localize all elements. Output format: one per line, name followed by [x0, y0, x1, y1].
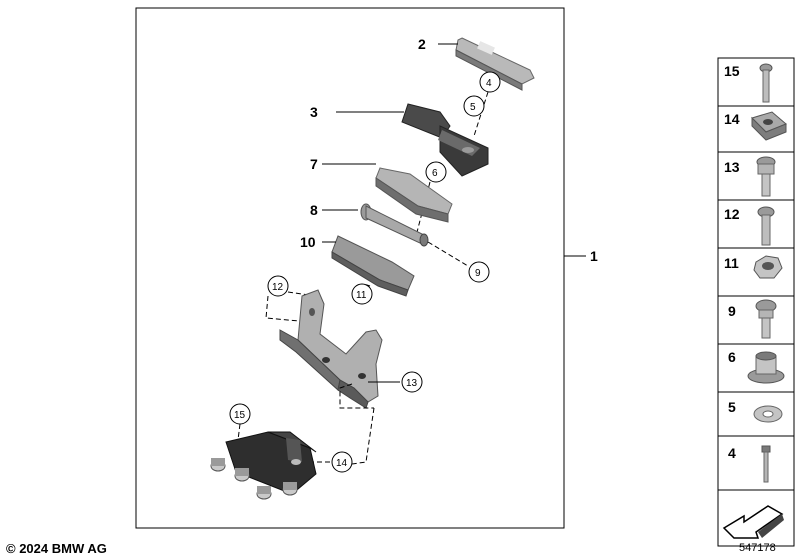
direction-arrow-icon [722, 505, 784, 539]
callout-circle-9 [468, 261, 490, 283]
part-3-holder [401, 103, 489, 177]
callout-circle-14 [331, 451, 353, 473]
legend-label-5: 5 [728, 399, 736, 415]
legend-label-14: 14 [724, 111, 740, 127]
legend-frame [717, 57, 795, 547]
washer-icon [753, 405, 783, 423]
legend-label-4: 4 [728, 445, 736, 461]
callout-circle-6 [425, 161, 447, 183]
part-7-plate [375, 167, 453, 223]
part-10-bracket [331, 235, 415, 297]
label-7: 7 [310, 156, 318, 172]
legend-label-15: 15 [724, 63, 740, 79]
pin-icon [761, 445, 771, 483]
callout-circle-13 [401, 371, 423, 393]
bolt-icon [759, 63, 773, 103]
callout-11: 11 [356, 290, 367, 301]
part-8-pin [360, 203, 429, 247]
label-8: 8 [310, 202, 318, 218]
callout-6: 6 [432, 168, 438, 179]
collar-screw-icon [756, 156, 776, 197]
callout-15: 15 [234, 410, 246, 421]
callout-4: 4 [486, 78, 492, 89]
callout-circle-11 [351, 283, 373, 305]
legend-label-9: 9 [728, 303, 736, 319]
reference-number: 547178 [739, 542, 776, 554]
callout-14: 14 [336, 458, 348, 469]
legend-dividers [718, 105, 794, 491]
callout-9: 9 [475, 268, 481, 279]
hex-nut-icon [753, 255, 783, 279]
callout-5: 5 [470, 102, 476, 113]
main-frame [135, 7, 565, 529]
label-10: 10 [300, 234, 316, 250]
callout-13: 13 [406, 378, 418, 389]
screw-icon [757, 206, 775, 246]
bottom-mount [210, 431, 317, 500]
label-2: 2 [418, 36, 426, 52]
legend-label-13: 13 [724, 159, 740, 175]
legend-label-12: 12 [724, 206, 740, 222]
label-1: 1 [590, 248, 598, 264]
legend-label-11: 11 [724, 255, 739, 271]
bushing-icon [747, 351, 785, 384]
label-3: 3 [310, 104, 318, 120]
callout-circle-12 [267, 275, 289, 297]
main-bracket [279, 289, 383, 409]
callout-circle-4 [479, 71, 501, 93]
copyright-text: © 2024 BMW AG [6, 541, 107, 556]
part-2-plate [455, 37, 535, 91]
legend-label-6: 6 [728, 349, 736, 365]
parts-legend: 15 14 13 12 11 9 [717, 57, 795, 547]
callout-12: 12 [272, 282, 284, 293]
clip-nut-icon [751, 111, 787, 141]
collar-bolt-icon [755, 299, 777, 339]
callout-circle-5 [463, 95, 485, 117]
